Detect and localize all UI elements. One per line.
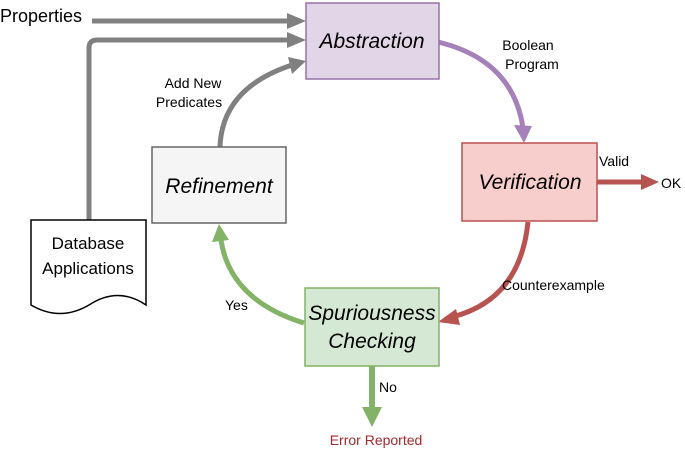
verification-node: Verification: [461, 142, 598, 222]
counterexample-label: Counterexample: [502, 277, 605, 293]
refinement-node: Refinement: [151, 146, 287, 224]
spuriousness-to-refinement-arrow: [212, 224, 305, 326]
refinement-label: Refinement: [165, 175, 274, 198]
refinement-to-abstraction-arrow: [217, 57, 306, 148]
verification-to-ok-arrow: [597, 174, 659, 190]
boolean-program-label-line1: Boolean: [502, 37, 553, 53]
spuriousness-label-line2: Checking: [328, 330, 416, 353]
abstraction-label: Abstraction: [317, 30, 424, 53]
error-reported-label: Error Reported: [330, 432, 423, 448]
database-label-line1: Database: [52, 234, 125, 253]
verification-to-spuriousness-arrow: [438, 221, 531, 325]
valid-label: Valid: [599, 153, 629, 169]
properties-label: Properties: [0, 6, 82, 26]
no-label: No: [379, 379, 397, 395]
spuriousness-to-error-arrow: [362, 366, 382, 427]
add-new-predicates-label-line1: Add New: [165, 75, 223, 91]
spuriousness-checking-node: Spuriousness Checking: [304, 287, 440, 367]
yes-label: Yes: [225, 297, 248, 313]
database-label-line2: Applications: [42, 259, 134, 278]
properties-arrow: [92, 13, 306, 29]
database-applications-document: Database Applications: [30, 219, 147, 315]
spuriousness-label-line1: Spuriousness: [308, 302, 436, 325]
database-to-abstraction-arrow: [86, 32, 306, 220]
ok-label: OK: [661, 175, 682, 191]
add-new-predicates-label-line2: Predicates: [156, 94, 222, 110]
abstraction-node: Abstraction: [305, 2, 440, 80]
verification-label: Verification: [478, 171, 581, 194]
abstraction-to-verification-arrow: [437, 39, 532, 143]
boolean-program-label-line2: Program: [505, 56, 559, 72]
